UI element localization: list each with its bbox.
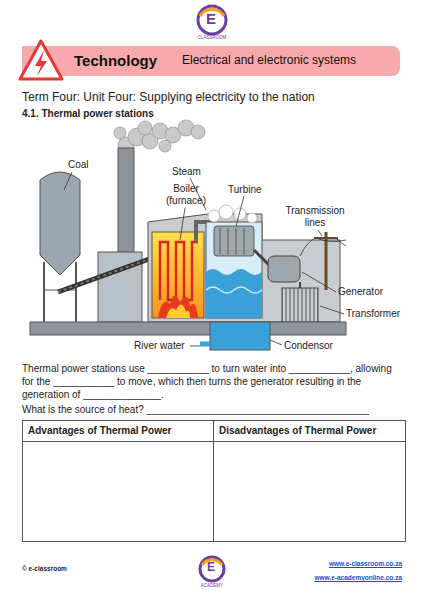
part-label: Steam [172, 166, 201, 178]
transformer [282, 288, 318, 322]
question: What is the source of heat? ____________… [22, 404, 412, 416]
steam-clouds [208, 205, 257, 223]
generator [268, 256, 300, 282]
table-column: Advantages of Thermal Power [22, 420, 214, 542]
footer-logo-ring [200, 557, 224, 581]
header-banner: Technology Electrical and electronic syst… [22, 46, 400, 76]
condenser [210, 322, 270, 350]
table-column: Disadvantages of Thermal Power [213, 420, 406, 542]
chimney [118, 148, 134, 258]
website-url: www.e-academyonline.co.za [290, 574, 402, 581]
logo-letter: E [206, 10, 218, 27]
boiler [152, 232, 204, 318]
table-header: Advantages of Thermal Power [23, 421, 213, 442]
river-pipe [200, 342, 210, 347]
page-heading: Term Four: Unit Four: Supplying electric… [22, 91, 412, 105]
copyright: © e-classroom [22, 565, 67, 572]
part-label: Coal [68, 159, 89, 171]
logo-letter: E [207, 561, 219, 575]
table-header: Disadvantages of Thermal Power [214, 421, 405, 442]
logo-word: ACADEMY [195, 583, 229, 588]
banner-subtitle: Electrical and electronic systems [182, 54, 356, 68]
warning-triangle [18, 38, 64, 82]
transmission-wires [300, 238, 346, 256]
base-platform [30, 322, 346, 335]
part-label: River water [134, 340, 185, 352]
section-heading: 4.1. Thermal power stations [22, 108, 322, 120]
part-label: Boiler (furnace) [158, 183, 214, 206]
leader-lines [64, 172, 344, 346]
website-url: www.e-classroom.co.za [310, 560, 402, 567]
part-label: Turbine [228, 184, 262, 196]
coal-silo [40, 172, 80, 322]
turbine-chamber [206, 222, 262, 318]
part-label: Condensor [284, 340, 333, 352]
water [206, 269, 262, 318]
part-label: Transformer [346, 308, 400, 320]
fill-in-paragraph: Thermal power stations use ___________ t… [22, 362, 404, 401]
turbine [214, 226, 254, 256]
logo-ring [198, 6, 226, 34]
boiler-coil [160, 242, 198, 300]
logo-word: CLASSROOM [192, 35, 232, 40]
part-label: Transmission lines [280, 205, 350, 228]
station-building [148, 214, 340, 322]
flames [158, 295, 198, 318]
part-label: Generator [338, 286, 383, 298]
banner-title: Technology [74, 52, 157, 69]
conveyor-belt [58, 258, 152, 292]
